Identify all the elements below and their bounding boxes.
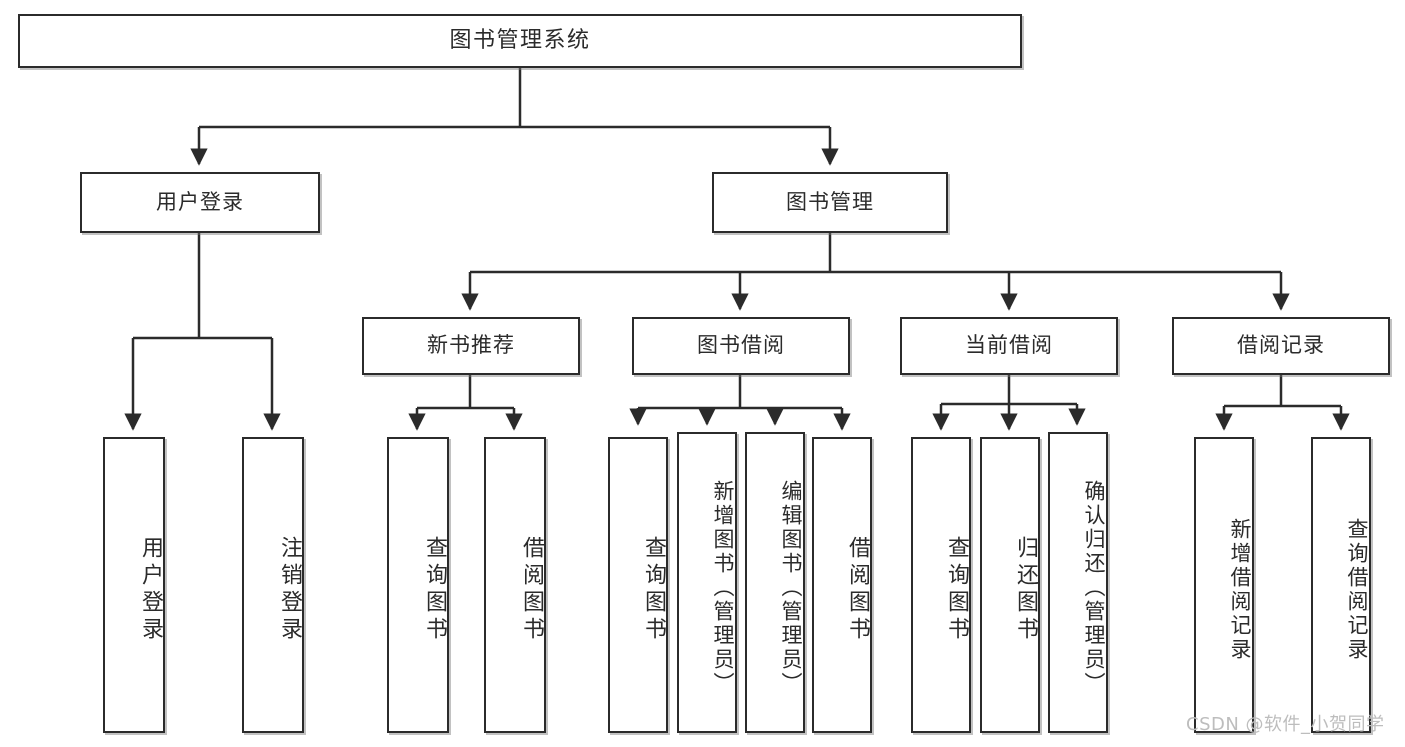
leaf-return-book[interactable]: 归还图书: [980, 437, 1040, 733]
node-root-label: 图书管理系统: [449, 27, 591, 53]
node-user-login-label: 用户登录: [156, 189, 244, 214]
leaf-query-book-2-label: 查询图书: [641, 536, 666, 644]
leaf-query-book-3-label: 查询图书: [944, 536, 969, 644]
leaf-edit-book-admin-label: 编辑图书（管理员）: [779, 479, 803, 696]
node-current-borrow[interactable]: 当前借阅: [900, 317, 1118, 375]
node-root[interactable]: 图书管理系统: [18, 14, 1022, 68]
leaf-edit-book-admin[interactable]: 编辑图书（管理员）: [745, 432, 805, 733]
node-new-book-recommend-label: 新书推荐: [427, 333, 515, 358]
leaf-user-login[interactable]: 用户登录: [103, 437, 165, 733]
leaf-add-book-admin[interactable]: 新增图书（管理员）: [677, 432, 737, 733]
node-new-book-recommend[interactable]: 新书推荐: [362, 317, 580, 375]
leaf-borrow-book-1[interactable]: 借阅图书: [484, 437, 546, 733]
leaf-logout-label: 注销登录: [277, 536, 302, 644]
leaf-add-book-admin-label: 新增图书（管理员）: [711, 479, 735, 696]
node-borrow-record-label: 借阅记录: [1237, 333, 1325, 358]
leaf-add-borrow-record[interactable]: 新增借阅记录: [1194, 437, 1254, 733]
leaf-user-login-label: 用户登录: [138, 536, 163, 644]
leaf-query-book-1-label: 查询图书: [422, 536, 447, 644]
leaf-query-borrow-record-label: 查询借阅记录: [1345, 518, 1369, 662]
leaf-borrow-book-2-label: 借阅图书: [845, 536, 870, 644]
node-borrow-record[interactable]: 借阅记录: [1172, 317, 1390, 375]
node-user-login[interactable]: 用户登录: [80, 172, 320, 233]
leaf-borrow-book-2[interactable]: 借阅图书: [812, 437, 872, 733]
leaf-return-book-label: 归还图书: [1013, 536, 1038, 644]
node-current-borrow-label: 当前借阅: [965, 333, 1053, 358]
leaf-query-borrow-record[interactable]: 查询借阅记录: [1311, 437, 1371, 733]
leaf-confirm-return-admin[interactable]: 确认归还（管理员）: [1048, 432, 1108, 733]
node-book-manage[interactable]: 图书管理: [712, 172, 948, 233]
leaf-confirm-return-admin-label: 确认归还（管理员）: [1082, 479, 1106, 696]
leaf-add-borrow-record-label: 新增借阅记录: [1228, 518, 1252, 662]
csdn-watermark: CSDN @软件_小贺同学: [1186, 714, 1385, 735]
node-book-manage-label: 图书管理: [786, 189, 874, 214]
leaf-query-book-1[interactable]: 查询图书: [387, 437, 449, 733]
leaf-logout[interactable]: 注销登录: [242, 437, 304, 733]
node-book-borrow-label: 图书借阅: [697, 333, 785, 358]
leaf-borrow-book-1-label: 借阅图书: [519, 536, 544, 644]
leaf-query-book-3[interactable]: 查询图书: [911, 437, 971, 733]
node-book-borrow[interactable]: 图书借阅: [632, 317, 850, 375]
leaf-query-book-2[interactable]: 查询图书: [608, 437, 668, 733]
